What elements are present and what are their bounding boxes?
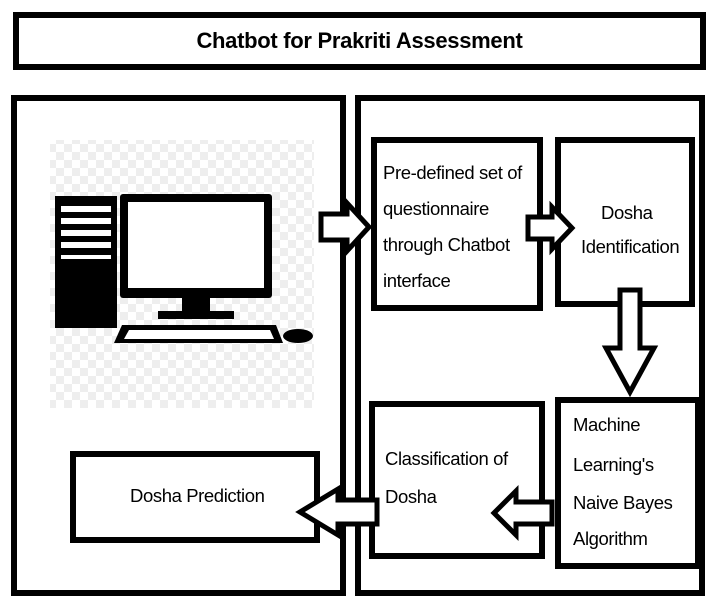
identification-line-2: Identification [581,236,680,257]
arrow-left-2 [295,484,380,540]
diagram-title: Chatbot for Prakriti Assessment [196,27,523,53]
classification-line-1: Classification of [385,448,508,469]
ml-line-1: Machine [573,414,641,435]
classification-line-2: Dosha [385,486,437,507]
questionnaire-line-4: interface [383,270,451,291]
ml-line-2: Learning's [573,454,654,475]
arrow-down-1 [601,287,659,398]
arrow-left-1 [490,484,555,542]
dosha-prediction-box: Dosha Prediction [70,451,320,543]
identification-line-1: Dosha [601,202,653,223]
arrow-right-1 [318,196,373,258]
questionnaire-line-3: through Chatbot [383,234,510,255]
questionnaire-line-2: questionnaire [383,198,489,219]
title-box: Chatbot for Prakriti Assessment [13,12,706,70]
questionnaire-line-1: Pre-defined set of [383,162,522,183]
ml-algorithm-box: Machine Learning's Naive Bayes Algorithm [555,397,701,569]
ml-line-3: Naive Bayes [573,492,673,513]
arrow-right-2 [525,200,576,256]
prediction-label: Dosha Prediction [130,485,265,506]
ml-line-4: Algorithm [573,528,648,549]
classification-box: Classification of Dosha [369,401,545,559]
